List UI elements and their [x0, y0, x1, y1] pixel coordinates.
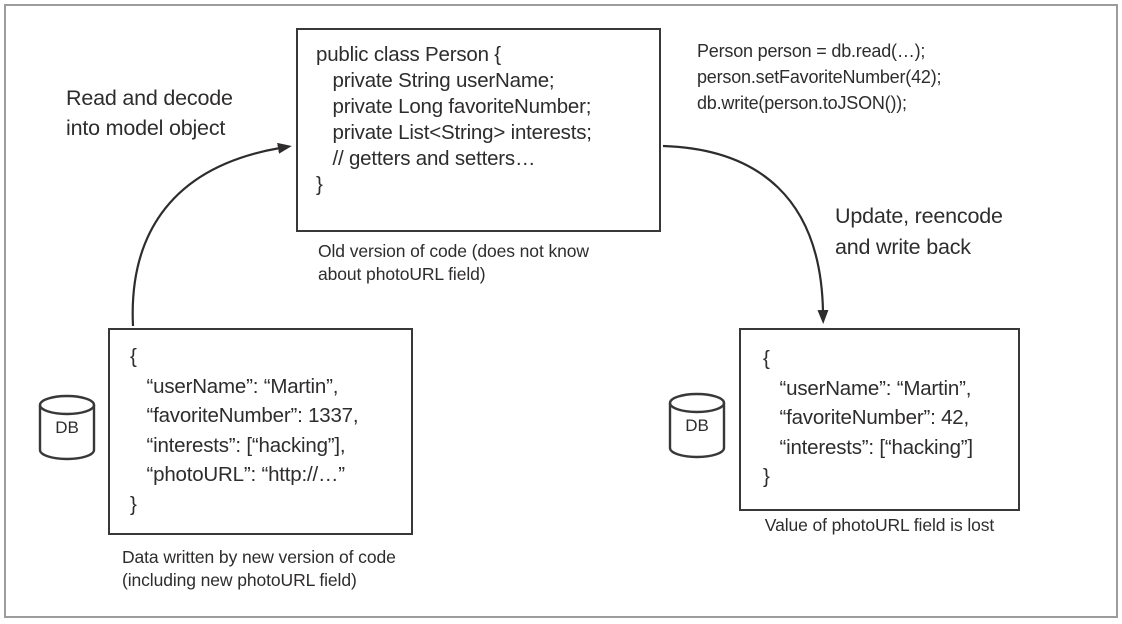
json-line: } — [130, 492, 137, 516]
database-cylinder-icon — [668, 392, 726, 459]
update-code-snippet: Person person = db.read(…); person.setFa… — [697, 38, 942, 116]
json-old-caption: Data written by new version of code (inc… — [122, 547, 396, 590]
db-cylinder-old: DB — [38, 394, 96, 462]
diagram-border — [4, 4, 1118, 618]
code-line: private String userName; — [316, 69, 555, 92]
database-cylinder-icon — [38, 394, 96, 461]
db-label: DB — [685, 416, 709, 435]
json-line: “photoURL”: “http://…” — [130, 463, 345, 486]
json-line: “favoriteNumber”: 1337, — [130, 404, 359, 427]
code-line: Person person = db.read(…); — [697, 41, 926, 61]
db-cylinder-new: DB — [668, 392, 726, 460]
update-write-label: Update, reencode and write back — [835, 204, 1003, 259]
code-line: // getters and setters… — [316, 147, 536, 170]
json-old-box: { “userName”: “Martin”, “favoriteNumber”… — [108, 328, 413, 535]
code-line: db.write(person.toJSON()); — [697, 93, 907, 113]
old-code-box: public class Person { private String use… — [296, 28, 661, 232]
code-line: public class Person { — [316, 43, 501, 66]
json-line: { — [130, 345, 137, 368]
json-line: “interests”: [“hacking”], — [130, 433, 346, 457]
json-line: “userName”: “Martin”, — [763, 376, 972, 400]
code-line: } — [316, 173, 323, 196]
code-line: private Long favoriteNumber; — [316, 95, 592, 118]
code-line: private List<String> interests; — [316, 121, 592, 144]
json-line: } — [763, 465, 770, 488]
json-line: “userName”: “Martin”, — [130, 374, 339, 398]
read-decode-label: Read and decode into model object — [66, 86, 233, 140]
json-new-box: { “userName”: “Martin”, “favoriteNumber”… — [739, 328, 1020, 511]
json-new-caption: Value of photoURL field is lost — [764, 515, 995, 535]
json-line: { — [763, 347, 770, 370]
old-code-caption: Old version of code (does not know about… — [318, 241, 589, 284]
db-label: DB — [55, 418, 79, 437]
json-line: “interests”: [“hacking”] — [763, 435, 973, 459]
code-line: person.setFavoriteNumber(42); — [697, 67, 942, 87]
json-line: “favoriteNumber”: 42, — [763, 406, 969, 429]
